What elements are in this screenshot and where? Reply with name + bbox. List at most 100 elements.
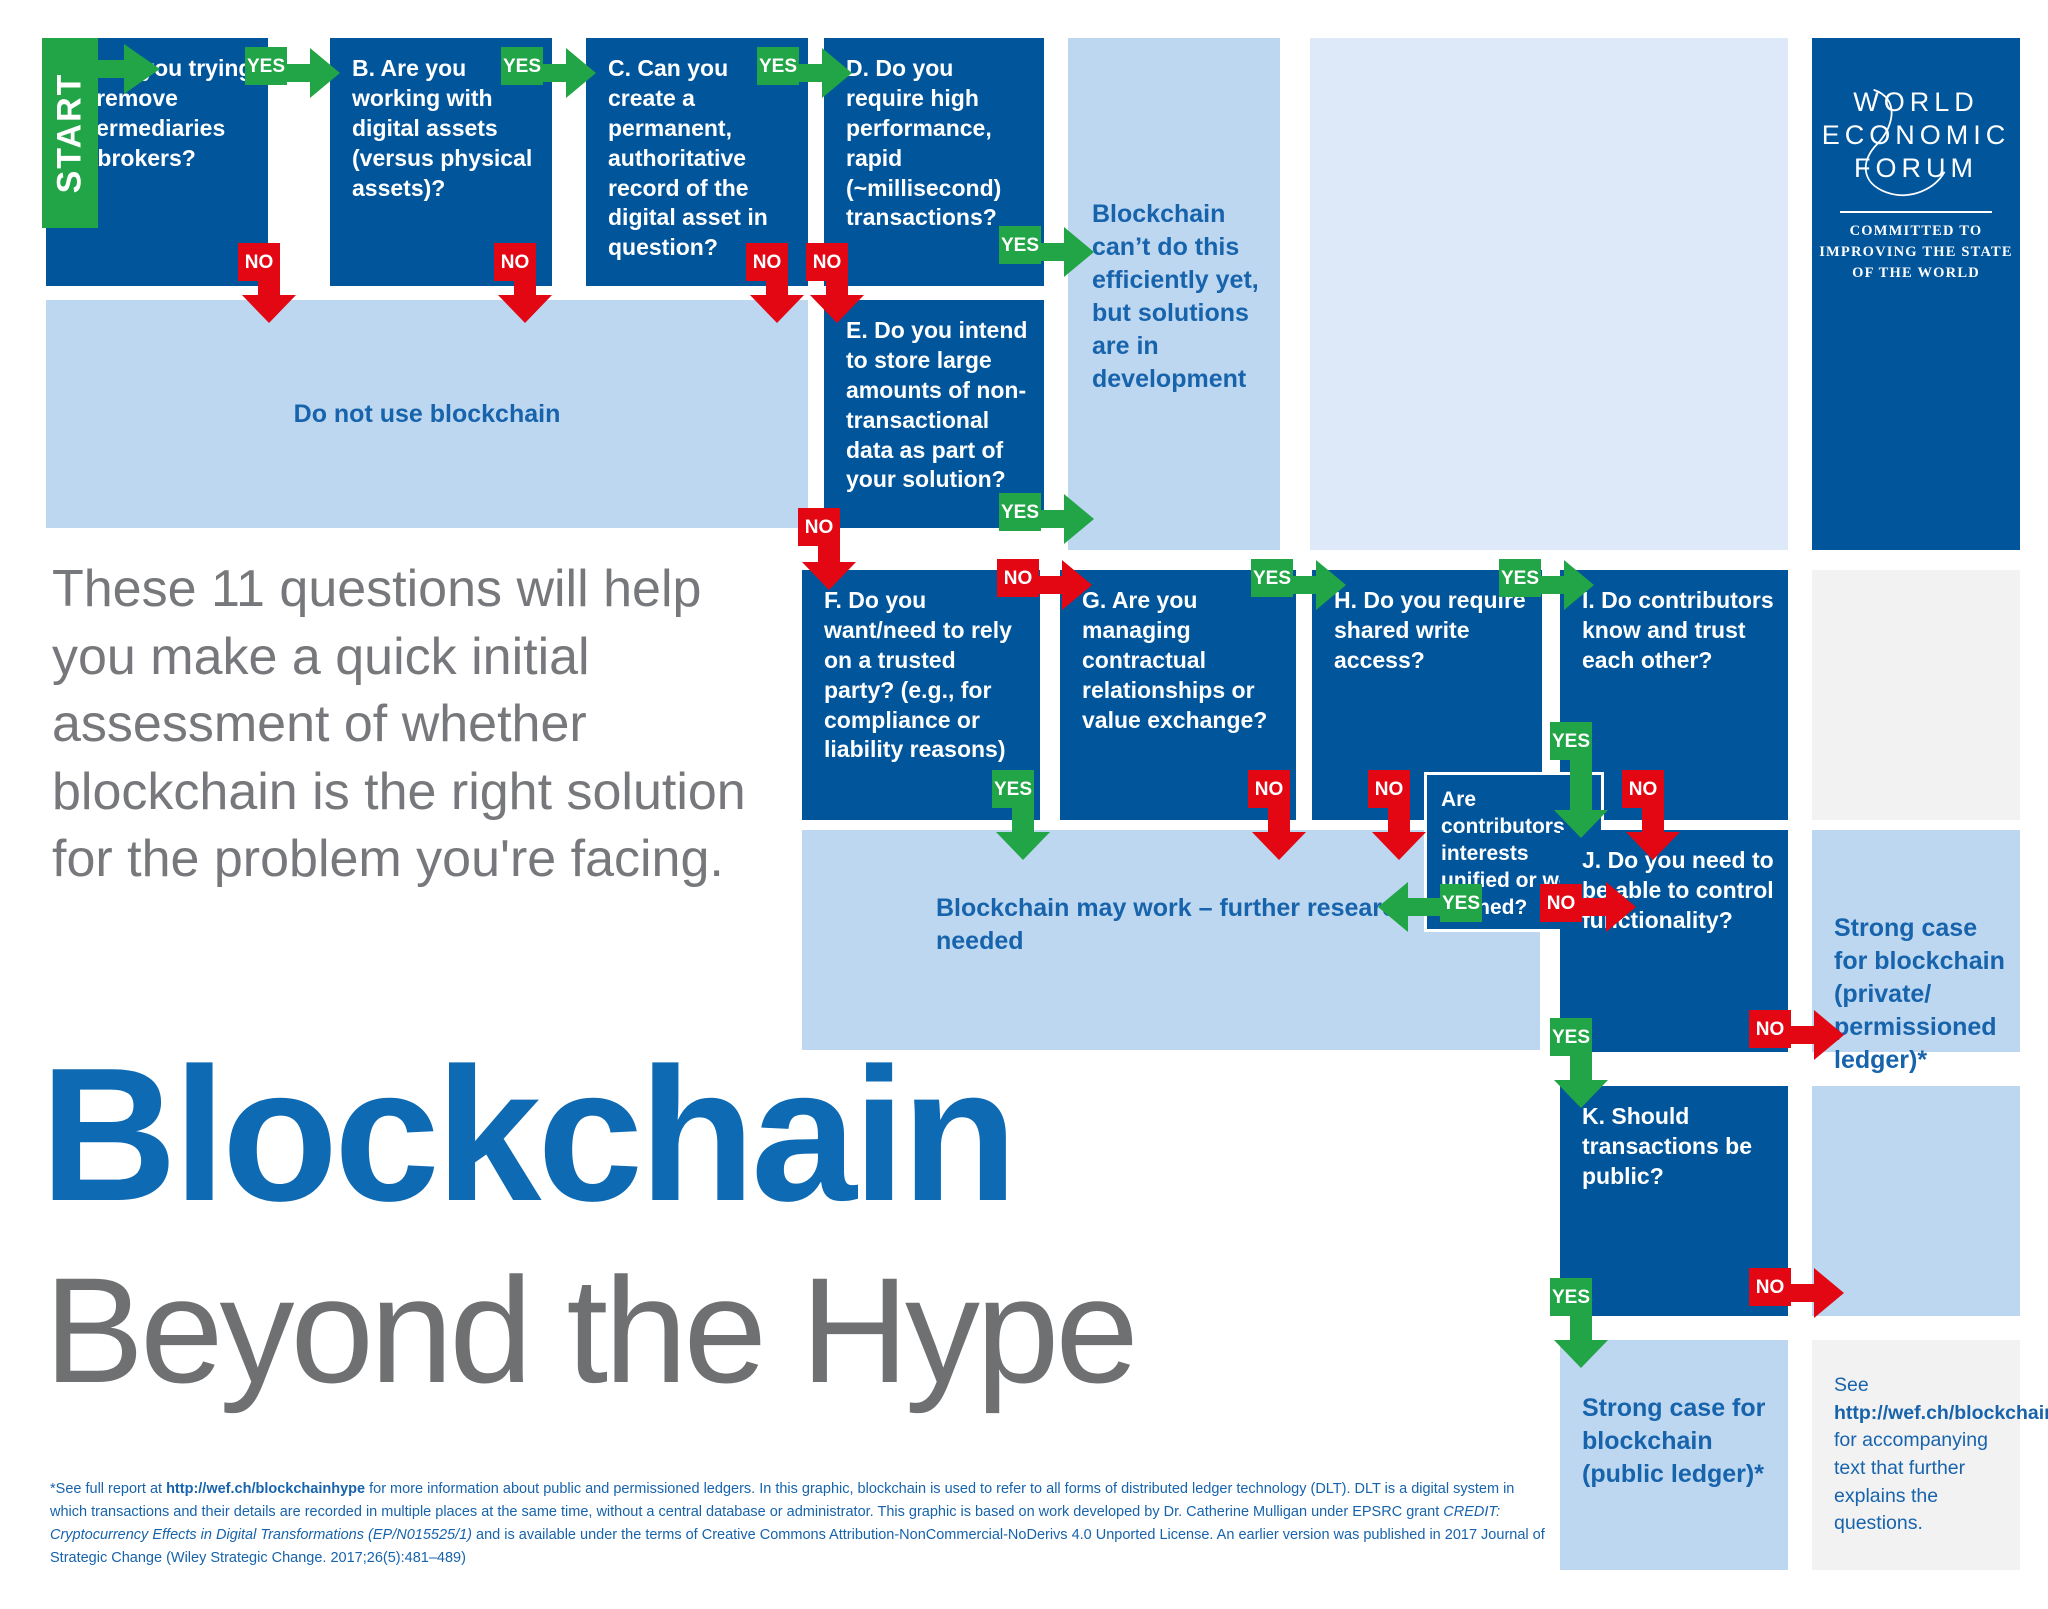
footnote-tail: and is available under the terms of Crea… bbox=[50, 1526, 1545, 1566]
edge-label-text: NO bbox=[752, 251, 782, 273]
edge-label-text: NO bbox=[1374, 778, 1404, 800]
arrow-d-yes-right bbox=[1022, 227, 1094, 277]
arrow-k-no-right bbox=[1772, 1268, 1844, 1318]
arrow-i-yes-down bbox=[1554, 736, 1608, 838]
question-e-text: E. Do you intend to store large amounts … bbox=[846, 317, 1028, 493]
footnote-pre: *See full report at bbox=[50, 1481, 167, 1497]
question-box-e[interactable]: E. Do you intend to store large amounts … bbox=[824, 300, 1044, 528]
wef-logo-panel: WORLD ECONOMIC FORUM COMMITTED TO IMPROV… bbox=[1812, 38, 2020, 550]
wef-tagline-1: COMMITTED TO bbox=[1849, 222, 1983, 239]
question-box-b[interactable]: B. Are you working with digital assets (… bbox=[330, 38, 552, 286]
edge-label-d-yes: YES bbox=[999, 226, 1041, 264]
edge-label-text: NO bbox=[1546, 892, 1576, 914]
edge-label-j-no: NO bbox=[1749, 1010, 1791, 1048]
see-note-prefix: See bbox=[1834, 1374, 1869, 1396]
edge-label-text: YES bbox=[1252, 567, 1292, 589]
edge-label-text: NO bbox=[500, 251, 530, 273]
arrow-i-no-down bbox=[1626, 782, 1680, 860]
edge-label-a-to-b: YES bbox=[245, 47, 287, 85]
edge-label-i-no: NO bbox=[1622, 770, 1664, 808]
edge-label-f-yes: YES bbox=[992, 770, 1034, 808]
intro-paragraph: These 11 questions will help you make a … bbox=[52, 560, 746, 889]
arrow-e-no-down bbox=[802, 512, 856, 590]
arrow-f-yes-down bbox=[996, 782, 1050, 860]
arrow-a-no-down bbox=[242, 245, 296, 323]
edge-label-text: NO bbox=[1628, 778, 1658, 800]
page-title-line2: Beyond the Hype bbox=[44, 1246, 1139, 1414]
outcome-cant-do-text: Blockchain can’t do this efficiently yet… bbox=[1092, 200, 1259, 393]
edge-label-h-no: NO bbox=[1368, 770, 1410, 808]
arrow-e-yes-right bbox=[1022, 494, 1094, 544]
question-b-text: B. Are you working with digital assets (… bbox=[352, 55, 533, 201]
arrow-j-yes-down bbox=[1554, 1030, 1608, 1108]
arrow-contributors-no-right bbox=[1564, 882, 1636, 932]
page-title-line1: Blockchain bbox=[40, 1029, 1018, 1241]
edge-label-text: NO bbox=[1755, 1276, 1785, 1298]
arrow-d-no-down bbox=[810, 245, 864, 323]
edge-label-text: NO bbox=[244, 251, 274, 273]
arrow-k-yes-down bbox=[1554, 1290, 1608, 1368]
question-g-text: G. Are you managing contractual relation… bbox=[1082, 587, 1268, 733]
question-box-c[interactable]: C. Can you create a permanent, authorita… bbox=[586, 38, 808, 286]
arrow-start-to-a bbox=[72, 44, 160, 94]
outcome-strong-public: Strong case for blockchain (public ledge… bbox=[1560, 1340, 1788, 1570]
wef-line-1: WORLD bbox=[1853, 87, 1979, 117]
footnote: *See full report at http://wef.ch/blockc… bbox=[50, 1478, 1550, 1570]
edge-label-text: YES bbox=[502, 55, 542, 77]
edge-label-c-no: NO bbox=[746, 243, 788, 281]
arrow-c-no-down bbox=[750, 245, 804, 323]
outcome-may-work-text: Blockchain may work – further research i… bbox=[936, 894, 1439, 955]
edge-label-text: YES bbox=[246, 55, 286, 77]
see-note-panel: See http://wef.ch/blockchainhype for acc… bbox=[1812, 1340, 2048, 1570]
arrow-h-yes-right bbox=[1522, 560, 1594, 610]
footnote-link[interactable]: http://wef.ch/blockchainhype bbox=[166, 1481, 366, 1497]
question-c-text: C. Can you create a permanent, authorita… bbox=[608, 55, 768, 261]
wef-divider bbox=[1840, 210, 1992, 213]
edge-label-text: YES bbox=[993, 778, 1033, 800]
question-i-text: I. Do contributors know and trust each o… bbox=[1582, 587, 1774, 673]
edge-label-b-no: NO bbox=[494, 243, 536, 281]
wef-line-2: ECONOMIC bbox=[1821, 119, 2011, 150]
edge-label-text: NO bbox=[1755, 1018, 1785, 1040]
outcome-may-work: Blockchain may work – further research i… bbox=[802, 830, 1540, 1050]
edge-label-g-yes: YES bbox=[1251, 559, 1293, 597]
edge-label-k-no: NO bbox=[1749, 1268, 1791, 1306]
question-d-text: D. Do you require high performance, rapi… bbox=[846, 55, 1002, 231]
edge-label-k-yes: YES bbox=[1550, 1278, 1592, 1316]
arrow-g-no-down bbox=[1252, 782, 1306, 860]
arrow-f-no-right bbox=[1020, 560, 1092, 610]
edge-label-text: YES bbox=[758, 55, 798, 77]
edge-label-text: YES bbox=[1000, 501, 1040, 523]
edge-label-text: YES bbox=[1000, 234, 1040, 256]
edge-label-text: YES bbox=[1551, 1026, 1591, 1048]
edge-label-b-to-c: YES bbox=[501, 47, 543, 85]
wef-logo: WORLD ECONOMIC FORUM COMMITTED TO IMPROV… bbox=[1812, 86, 2020, 284]
edge-label-text: YES bbox=[1551, 730, 1591, 752]
question-box-i[interactable]: I. Do contributors know and trust each o… bbox=[1560, 570, 1788, 820]
edge-label-i-yes: YES bbox=[1550, 722, 1592, 760]
question-h-text: H. Do you require shared write access? bbox=[1334, 587, 1526, 673]
edge-label-text: YES bbox=[1500, 567, 1540, 589]
edge-label-text: NO bbox=[1003, 567, 1033, 589]
outcome-cant-do-this: Blockchain can’t do this efficiently yet… bbox=[1068, 38, 1280, 550]
edge-label-text: YES bbox=[1441, 892, 1481, 914]
see-note-suffix: for accompanying text that further expla… bbox=[1834, 1429, 1988, 1535]
edge-label-contributors-yes: YES bbox=[1440, 884, 1482, 922]
decorative-panel-light-right bbox=[1812, 1086, 2020, 1316]
edge-label-h-yes: YES bbox=[1499, 559, 1541, 597]
edge-label-d-no: NO bbox=[806, 243, 848, 281]
edge-label-e-yes: YES bbox=[999, 493, 1041, 531]
arrow-b-no-down bbox=[498, 245, 552, 323]
question-f-text: F. Do you want/need to rely on a trusted… bbox=[824, 587, 1012, 763]
edge-label-contributors-no: NO bbox=[1540, 884, 1582, 922]
edge-label-text: NO bbox=[812, 251, 842, 273]
wef-tagline-3: OF THE WORLD bbox=[1852, 264, 1980, 281]
arrow-j-no-right bbox=[1772, 1010, 1844, 1060]
edge-label-j-yes: YES bbox=[1550, 1018, 1592, 1056]
see-note-text: See http://wef.ch/blockchainhype for acc… bbox=[1834, 1372, 2048, 1538]
outcome-do-not-use: Do not use blockchain bbox=[46, 300, 808, 528]
see-note-link[interactable]: http://wef.ch/blockchainhype bbox=[1834, 1401, 2048, 1424]
outcome-strong-public-text: Strong case for blockchain (public ledge… bbox=[1582, 1394, 1766, 1488]
footnote-italic: CREDIT: Cryptocurrency Effects in Digita… bbox=[50, 1503, 1501, 1543]
